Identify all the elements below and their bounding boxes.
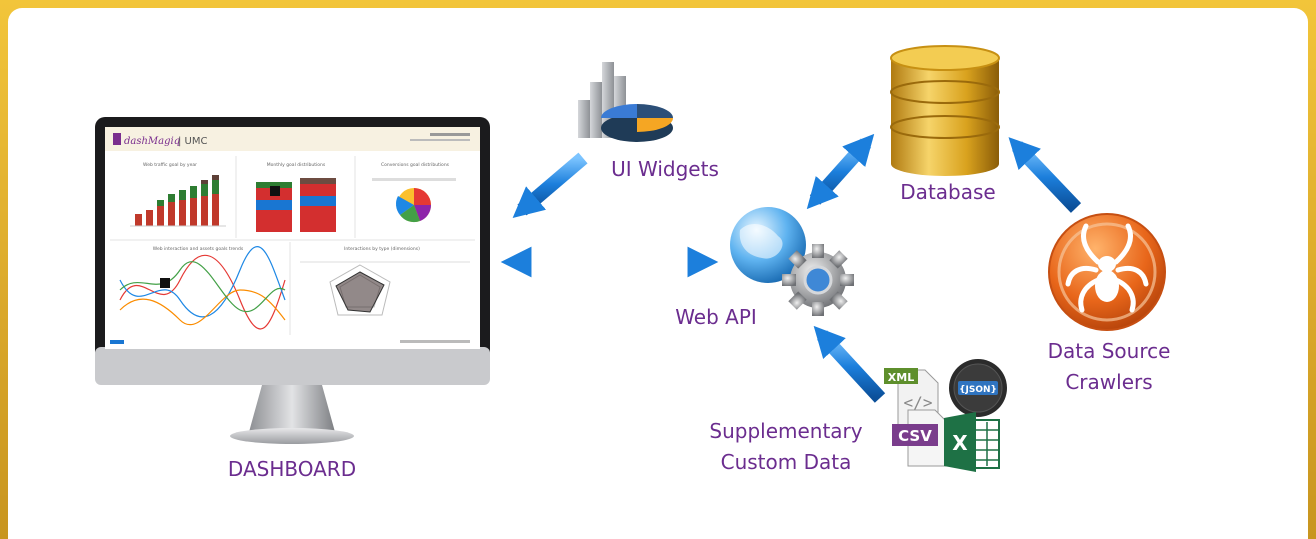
screen-stacked-bars (130, 175, 226, 227)
screen-pie-chart (372, 178, 456, 223)
screen-chart-title-3: Conversions goal distributions (381, 162, 450, 168)
custom-data-label-line2: Custom Data (720, 450, 852, 474)
arrow-widgets-to-dashboard (512, 152, 588, 218)
database-label: Database (900, 180, 996, 204)
web-api-label: Web API (675, 305, 757, 329)
screen-line-chart (119, 246, 286, 330)
xml-badge: XML (888, 371, 914, 384)
dashboard-label: DASHBOARD (227, 457, 357, 481)
arrow-webapi-database (806, 133, 875, 210)
screen-chart-title-1: Web traffic goal by year (143, 162, 197, 168)
screen-chart-title-2: Monthly goal distributions (267, 162, 326, 168)
json-badge: {JSON} (959, 385, 997, 395)
screen-chart-title-4: Web interaction and assets goals trends (153, 246, 244, 252)
csv-badge: CSV (898, 427, 932, 445)
custom-data-label-line1: Supplementary (709, 419, 863, 443)
arrow-customdata-to-webapi (813, 325, 886, 403)
svg-text:</>: </> (904, 393, 933, 412)
screen-monthly-bars (256, 178, 336, 232)
screen-radar-chart (300, 261, 470, 316)
screen-app-suffix: | UMC (178, 136, 207, 147)
ui-widgets-label: UI Widgets (611, 157, 719, 181)
crawlers-label-line2: Crawlers (1065, 370, 1153, 394)
excel-badge: X (952, 431, 968, 455)
arrow-crawlers-to-database (1008, 137, 1082, 213)
screen-chart-title-5: Interactions by type (dimensions) (344, 246, 420, 252)
crawlers-label-line1: Data Source (1047, 339, 1171, 363)
screen-app-name: dashMagiq (124, 136, 180, 147)
